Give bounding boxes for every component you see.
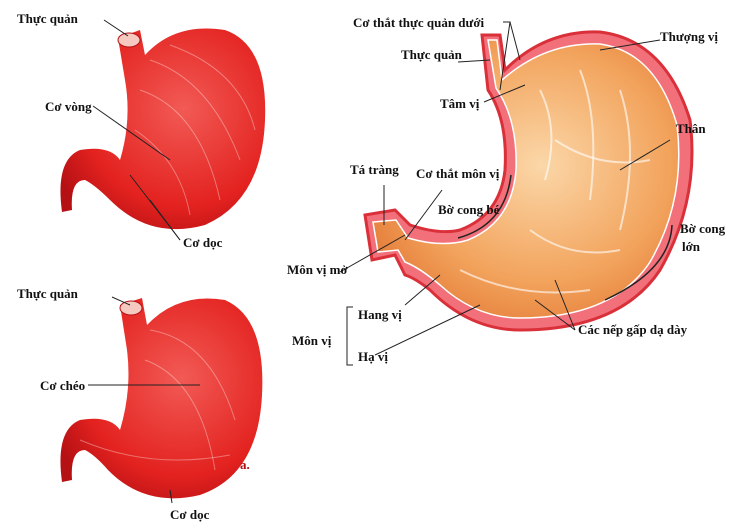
label-gastric-rugae: Các nếp gấp dạ dày [578,322,688,337]
label-lower-esophageal-sphincter: Cơ thắt thực quản dưới [353,15,485,30]
stomach-muscle-layer-bottom [60,298,263,499]
figure-mark: a. [240,457,250,472]
label-duodenum: Tá tràng [350,162,399,177]
label-pyloric-sphincter: Cơ thắt môn vị [416,166,500,181]
label-longitudinal-muscle-bottom: Cơ dọc [170,507,210,522]
label-lesser-curvature: Bờ cong bé [438,202,500,217]
label-pylorus: Môn vị [292,333,332,348]
stomach-cross-section [363,30,694,332]
label-greater-curvature-line1: Bờ cong [680,221,726,236]
label-body: Thân [676,121,706,136]
label-cardia: Tâm vị [440,96,480,111]
label-pylorus-open: Môn vị mở [287,262,348,277]
stomach-muscle-layer-top [60,28,266,230]
label-circular-muscle: Cơ vòng [45,99,92,114]
label-esophagus-right: Thực quản [401,47,462,62]
label-esophagus-top: Thực quản [17,11,78,26]
label-antrum: Hang vị [358,307,402,322]
label-oblique-muscle: Cơ chéo [40,378,86,393]
label-fundus: Thượng vị [660,29,718,44]
leader-lines [88,19,671,504]
label-longitudinal-muscle-top: Cơ dọc [183,235,223,250]
label-greater-curvature-line2: lớn [682,239,701,254]
curvature-arrows [457,174,673,301]
label-esophagus-bottom: Thực quản [17,286,78,301]
label-lower-stomach: Hạ vị [358,349,388,364]
